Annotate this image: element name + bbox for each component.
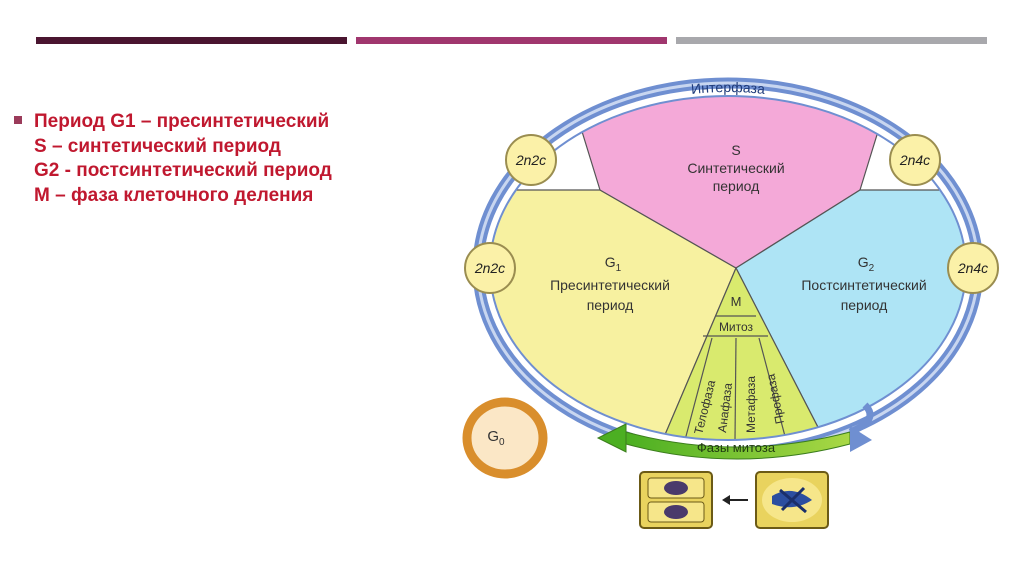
s-letter: S bbox=[731, 142, 740, 158]
m-sector bbox=[649, 266, 841, 440]
g2-letter: G2 bbox=[858, 254, 875, 274]
line-g1: Период G1 – пресинтетический bbox=[34, 111, 330, 132]
s-line2: период bbox=[713, 178, 760, 194]
svg-text:2n4c: 2n4c bbox=[899, 152, 930, 168]
bullet-icon bbox=[14, 116, 22, 124]
top-bar-gray bbox=[676, 37, 987, 44]
circle-2n4c-top: 2n4c bbox=[889, 134, 941, 186]
mitosis-label: Митоз bbox=[719, 320, 754, 334]
circle-2n2c-mid: 2n2c bbox=[464, 242, 516, 294]
g0-loop: G0 bbox=[462, 397, 548, 479]
g0-label: G0 bbox=[487, 428, 505, 448]
svg-text:2n2c: 2n2c bbox=[515, 152, 546, 168]
g1-line2: период bbox=[587, 297, 634, 313]
circle-2n4c-mid: 2n4c bbox=[947, 242, 999, 294]
metaphase-cell-image bbox=[755, 471, 829, 529]
interphase-label: Интерфаза bbox=[690, 79, 766, 97]
mitosis-arrow-icon bbox=[722, 495, 748, 505]
phases-arrow: Фазы митоза bbox=[596, 402, 874, 460]
g1-line1: Пресинтетический bbox=[550, 277, 670, 293]
period-list: Период G1 – пресинтетический S – синтети… bbox=[34, 110, 454, 208]
s-line1: Синтетический bbox=[687, 160, 784, 176]
top-bar-dark bbox=[36, 37, 347, 44]
svg-text:2n2c: 2n2c bbox=[474, 260, 505, 276]
telophase-cells-image bbox=[639, 471, 713, 529]
line-s: S – синтетический период bbox=[34, 135, 281, 157]
top-bar-magenta bbox=[356, 37, 667, 44]
phase-metaphase: Метафаза bbox=[744, 376, 758, 433]
g1-letter: G1 bbox=[605, 254, 622, 274]
m-letter: M bbox=[731, 294, 742, 309]
line-g2: G2 - постсинтетический период bbox=[34, 160, 332, 181]
circle-2n2c-top: 2n2c bbox=[505, 134, 557, 186]
phases-arrow-label: Фазы митоза bbox=[697, 440, 776, 455]
g2-line1: Постсинтетический bbox=[801, 277, 926, 293]
cycle-sectors bbox=[490, 96, 966, 440]
cell-cycle-text: Период G1 – пресинтетический S – синтети… bbox=[14, 110, 454, 208]
g2-line2: период bbox=[841, 297, 888, 313]
svg-text:2n4c: 2n4c bbox=[957, 260, 988, 276]
line-m: M – фаза клеточного деления bbox=[34, 184, 314, 206]
phase-anaphase: Анафаза bbox=[715, 382, 735, 434]
